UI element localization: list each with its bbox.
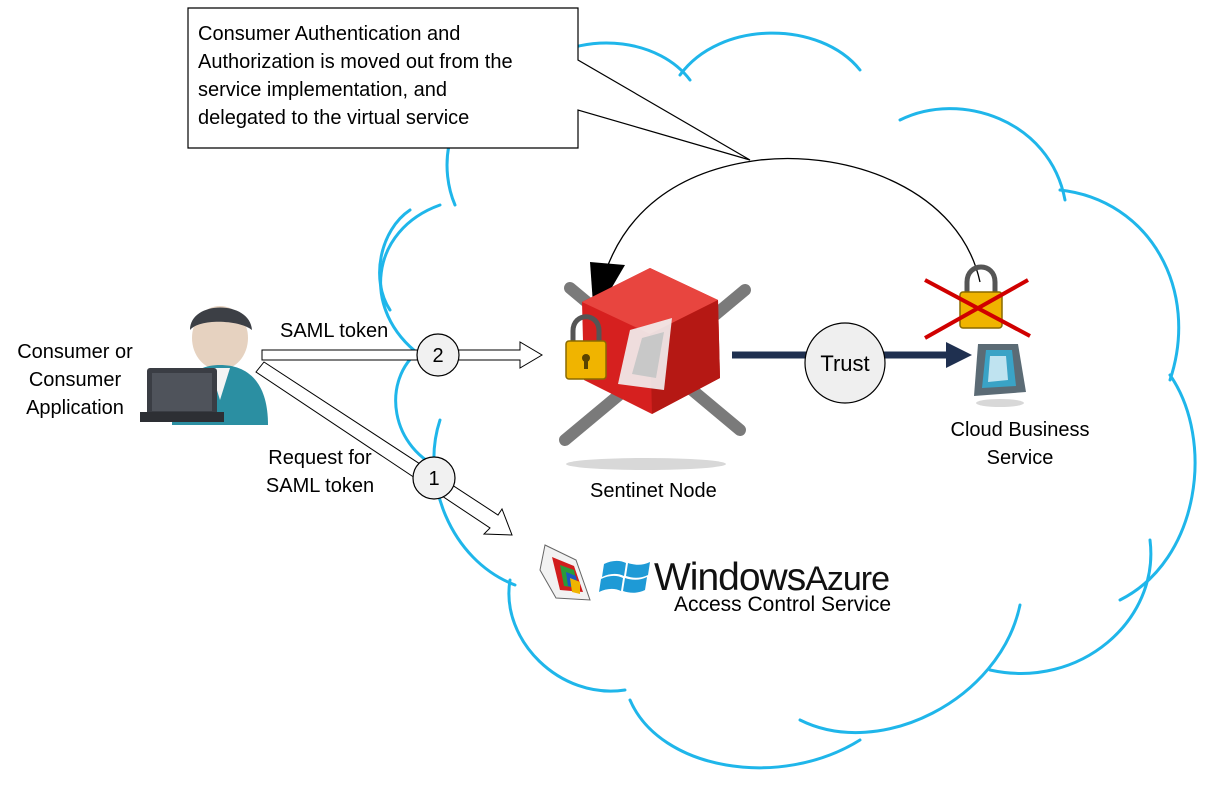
consumer-person-icon (140, 306, 268, 425)
trust-label: Trust (820, 351, 869, 376)
step-2-badge (416, 333, 460, 377)
step-1-badge (412, 456, 456, 500)
access-control-service-label: Access Control Service (674, 593, 892, 616)
cloud-service-label-line: Cloud Business (950, 419, 1090, 441)
callout-line: delegated to the virtual service (198, 107, 470, 129)
sentinet-node-label: Sentinet Node (590, 480, 717, 502)
consumer-label: Consumer or Consumer Application (0, 338, 150, 422)
consumer-label-line: Consumer or (17, 341, 133, 363)
brand-windows: Windows (654, 556, 806, 599)
cloud-business-service-icon (974, 344, 1026, 407)
windows-logo-icon (599, 560, 650, 593)
request-label-line: Request for (268, 447, 372, 469)
callout-line: Consumer Authentication and (198, 23, 461, 45)
saml-token-arrow (261, 341, 543, 369)
trust-arrow (732, 322, 972, 404)
cloud-service-label-line: Service (986, 447, 1054, 469)
request-saml-label: Request for SAML token (240, 444, 400, 500)
saml-token-label: SAML token (280, 320, 389, 342)
callout-box (187, 7, 751, 161)
consumer-label-line: Application (26, 397, 124, 419)
callout-line: service implementation, and (198, 79, 448, 101)
azure-acs-icon (539, 544, 591, 601)
windows-azure-brand: WindowsAzure (654, 556, 890, 600)
step-2-number: 2 (432, 345, 443, 367)
step-1-number: 1 (428, 468, 439, 490)
request-label-line: SAML token (265, 475, 375, 497)
brand-azure: Azure (805, 560, 890, 598)
cloud-business-service-label: Cloud Business Service (930, 416, 1110, 472)
sentinet-lock-icon (565, 314, 607, 380)
sentinet-node-icon (559, 268, 751, 470)
callout-line: Authorization is moved out from the (198, 51, 513, 73)
consumer-label-line: Consumer (28, 369, 122, 391)
callout-text: Consumer Authentication and Authorizatio… (198, 20, 578, 132)
cloud-service-lock-icon (924, 264, 1031, 340)
